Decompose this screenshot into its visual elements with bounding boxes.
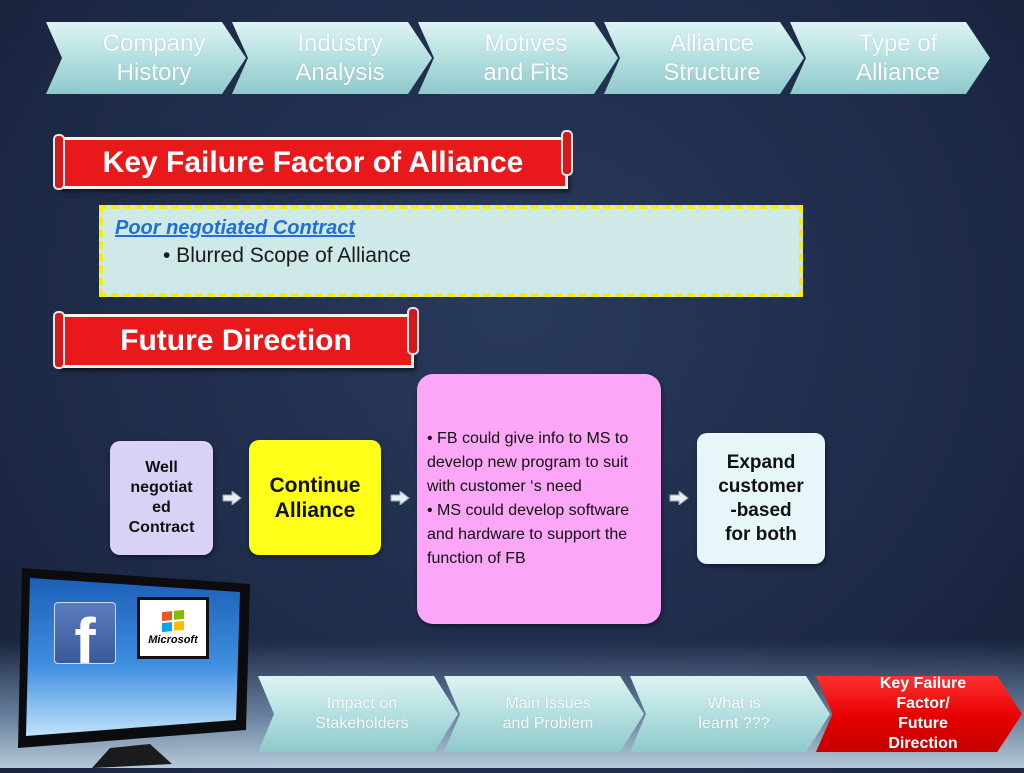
nav-label-line2: learnt ???: [698, 715, 770, 732]
future-direction-title: Future Direction: [120, 324, 352, 357]
flow-box-continue-alliance: Continue Alliance: [249, 440, 381, 555]
flow-box2-line1: Continue: [269, 473, 361, 497]
nav-what-is-learnt[interactable]: What is learnt ???: [630, 676, 830, 752]
nav-label-line1: Main Issues: [505, 695, 591, 712]
nav-label-line1: Company: [102, 30, 206, 57]
nav-label-line1: What is: [707, 695, 761, 712]
contract-title-link[interactable]: Poor negotiated Contract: [115, 217, 356, 239]
flow-box2-line2: Alliance: [274, 498, 356, 522]
flow-box1-line1: Well: [145, 459, 178, 476]
microsoft-logo: Microsoft: [137, 597, 209, 659]
flow-box4-line4: for both: [725, 523, 797, 545]
future-direction-banner: Future Direction: [53, 307, 419, 369]
flow-box3-bullet2: • MS could develop software and hardware…: [427, 502, 630, 567]
microsoft-wordmark: Microsoft: [148, 633, 198, 646]
flow-box1-line2: negotiat: [130, 479, 193, 496]
flow-box-expand-customer-based: Expand customer -based for both: [697, 433, 825, 564]
arrow-right-icon: [389, 491, 411, 505]
nav-label-line2: Alliance: [855, 59, 941, 86]
nav-main-issues-and-problem[interactable]: Main Issues and Problem: [444, 676, 644, 752]
windows-flag-icon: [162, 609, 184, 632]
flow-box4-line1: Expand: [726, 451, 796, 473]
monitor-image: f Microsoft: [0, 560, 260, 768]
nav-label-line2: History: [116, 59, 192, 86]
flow-box1-line3: ed: [152, 499, 171, 516]
nav-label-line4: Direction: [888, 735, 958, 752]
flow-box-details: • FB could give info to MS to develop ne…: [417, 374, 661, 624]
key-failure-banner: Key Failure Factor of Alliance: [53, 130, 573, 190]
contract-box: Poor negotiated Contract • Blurred Scope…: [99, 205, 803, 297]
nav-label-line3: Future: [898, 715, 948, 732]
nav-label-line1: Key Failure: [879, 675, 967, 692]
nav-impact-on-stakeholders[interactable]: Impact on Stakeholders: [258, 676, 458, 752]
arrow-right-icon: [668, 491, 690, 505]
flow-box1-line4: Contract: [128, 519, 195, 536]
nav-label-line2: Stakeholders: [315, 715, 409, 732]
flow-box-well-negotiated-contract: Well negotiat ed Contract: [110, 441, 213, 555]
key-failure-title: Key Failure Factor of Alliance: [102, 146, 524, 179]
flow-box4-line3: -based: [730, 499, 792, 521]
nav-label-line2: Factor/: [896, 695, 950, 712]
contract-bullet: • Blurred Scope of Alliance: [163, 244, 411, 267]
facebook-glyph: f: [74, 605, 96, 664]
facebook-logo: f: [54, 602, 116, 664]
nav-label-line2: and Problem: [502, 715, 594, 732]
flow-box4-line2: customer: [718, 475, 804, 497]
nav-label-line2: Structure: [663, 59, 761, 86]
nav-label-line1: Alliance: [669, 30, 755, 57]
nav-label-line2: and Fits: [483, 59, 569, 86]
flow-box3-bullet1: • FB could give info to MS to develop ne…: [427, 430, 629, 495]
nav-label-line1: Impact on: [326, 695, 398, 712]
nav-label-line1: Industry: [297, 30, 383, 57]
arrow-right-icon: [221, 491, 243, 505]
nav-label-line1: Type of: [858, 30, 938, 57]
nav-label-line2: Analysis: [295, 59, 385, 86]
nav-label-line1: Motives: [484, 30, 568, 57]
